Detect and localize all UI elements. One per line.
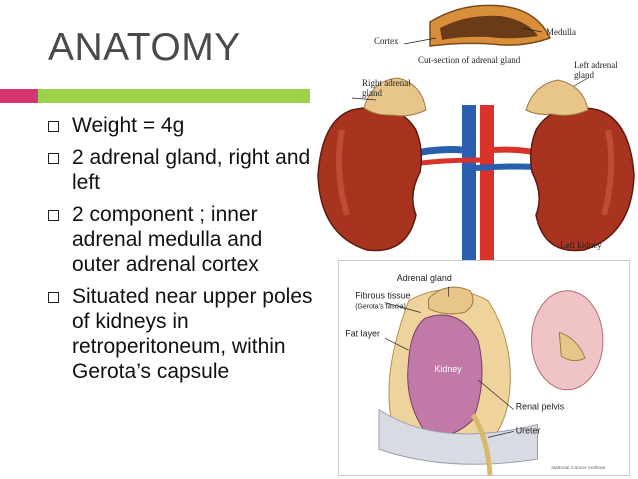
aorta — [480, 105, 494, 262]
label-credit: National Cancer Institute — [551, 465, 605, 471]
bullet-list: Weight = 4g 2 adrenal gland, right and l… — [40, 113, 315, 391]
bullet-text: 2 component ; inner adrenal medulla and … — [72, 203, 263, 276]
label-kidney: Kidney — [434, 364, 462, 374]
bullet-text: Situated near upper poles of kidneys in … — [72, 285, 313, 383]
right-kidney — [317, 106, 423, 252]
gerota-fascia-illustration: Adrenal gland Fibrous tissue (Gerota’s f… — [338, 260, 630, 476]
label-cortex: Cortex — [374, 36, 399, 46]
label-gerota-fascia: (Gerota’s fascia) — [355, 304, 406, 311]
bullet-text: 2 adrenal gland, right and left — [72, 146, 311, 194]
bullet-text: Weight = 4g — [72, 114, 185, 137]
accent-bar-pink — [0, 89, 38, 103]
bullet-square-icon — [48, 210, 59, 221]
label-cut-section: Cut-section of adrenal gland — [418, 55, 521, 65]
label-medulla: Medulla — [546, 27, 576, 37]
bullet-square-icon — [48, 153, 59, 164]
slide-title: ANATOMY — [48, 26, 241, 69]
bullet-square-icon — [48, 292, 59, 303]
label-left-adrenal-2: gland — [574, 70, 594, 80]
bullet-item: 2 component ; inner adrenal medulla and … — [40, 202, 315, 277]
label-ureter: Ureter — [516, 425, 541, 435]
left-adrenal-gland — [525, 79, 589, 116]
bullet-item: Weight = 4g — [40, 113, 315, 138]
accent-bar-green — [38, 89, 310, 103]
kidneys-adrenal-illustration: Cortex Medulla Cut-section of adrenal gl… — [317, 4, 635, 262]
label-left-kidney: Left kidney — [560, 240, 602, 250]
adrenal-cut-section-medulla — [440, 15, 538, 40]
label-right-adrenal-2: gland — [362, 88, 382, 98]
bullet-item: 2 adrenal gland, right and left — [40, 145, 315, 195]
kidney-section — [407, 314, 483, 436]
bullet-square-icon — [48, 121, 59, 132]
vena-cava — [462, 105, 476, 262]
right-adrenal-gland — [363, 77, 427, 117]
left-kidney — [529, 106, 635, 252]
label-left-adrenal: Left adrenal — [574, 60, 618, 70]
label-renal-pelvis: Renal pelvis — [516, 402, 565, 412]
label-fibrous-tissue: Fibrous tissue — [355, 291, 410, 301]
label-right-adrenal: Right adrenal — [362, 78, 411, 88]
bullet-item: Situated near upper poles of kidneys in … — [40, 284, 315, 384]
label-adrenal-gland: Adrenal gland — [397, 273, 452, 283]
label-fat-layer: Fat layer — [345, 328, 380, 338]
